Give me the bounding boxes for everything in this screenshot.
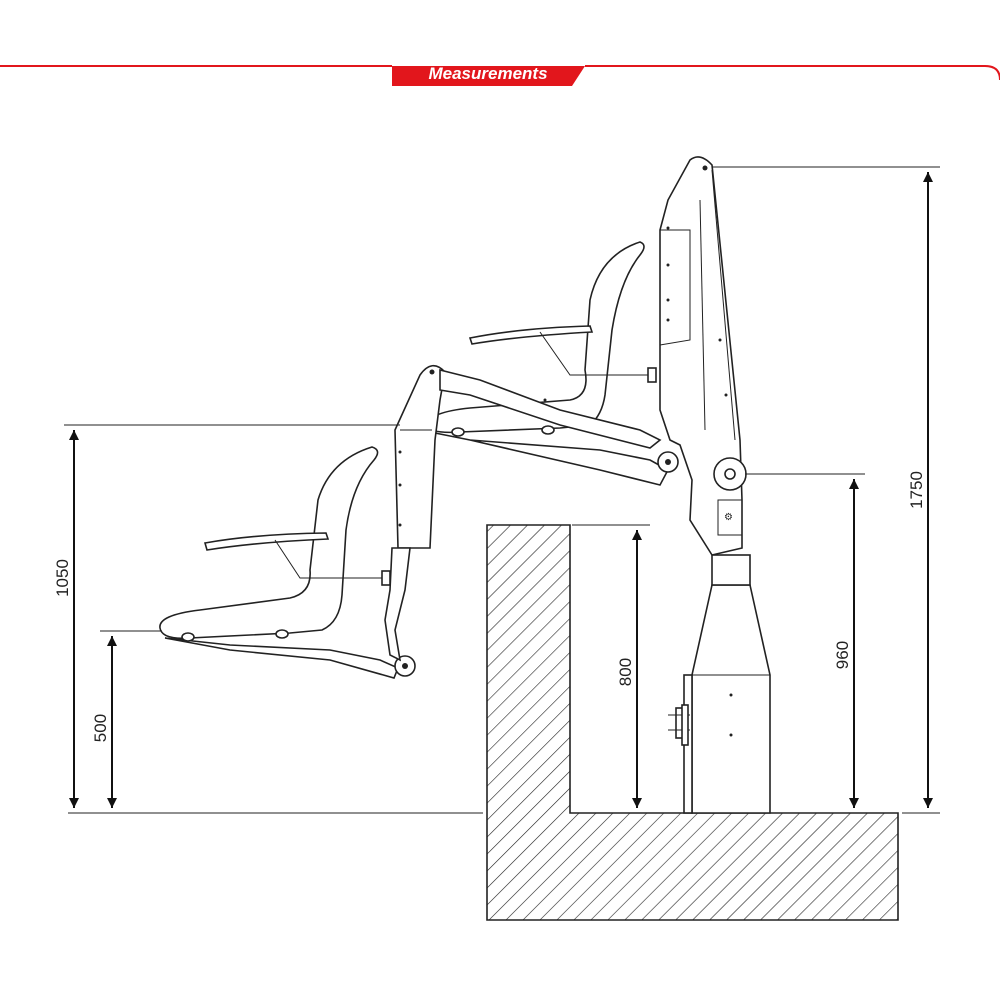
dimension-pivot-height-label: 960: [833, 641, 852, 669]
dimension-step-height: 800: [572, 524, 650, 808]
title-banner: [392, 66, 585, 86]
pedestal: [668, 554, 771, 814]
dimension-total-height-label: 1750: [907, 471, 926, 509]
dimension-step-height-label: 800: [616, 658, 635, 686]
concrete-step: [486, 524, 899, 921]
dimension-front-seat-back-label: 1050: [53, 559, 72, 597]
svg-text:⚙: ⚙: [724, 512, 733, 523]
dimension-front-seat-height-label: 500: [91, 714, 110, 742]
dimension-pivot-height: 960: [745, 473, 865, 808]
title-banner-label: Measurements: [428, 64, 547, 83]
dimension-total-height: 1750: [712, 166, 940, 814]
front-seat: [159, 446, 416, 679]
link-arm: [394, 364, 662, 549]
bolt-bracket: [668, 704, 690, 746]
header: Measurements: [0, 64, 1000, 86]
dimension-front-seat-back: 1050: [53, 424, 400, 808]
rear-seat: [419, 241, 679, 486]
rear-support-arm: ⚙: [659, 156, 747, 556]
dimension-front-seat-height: 500: [91, 630, 162, 808]
